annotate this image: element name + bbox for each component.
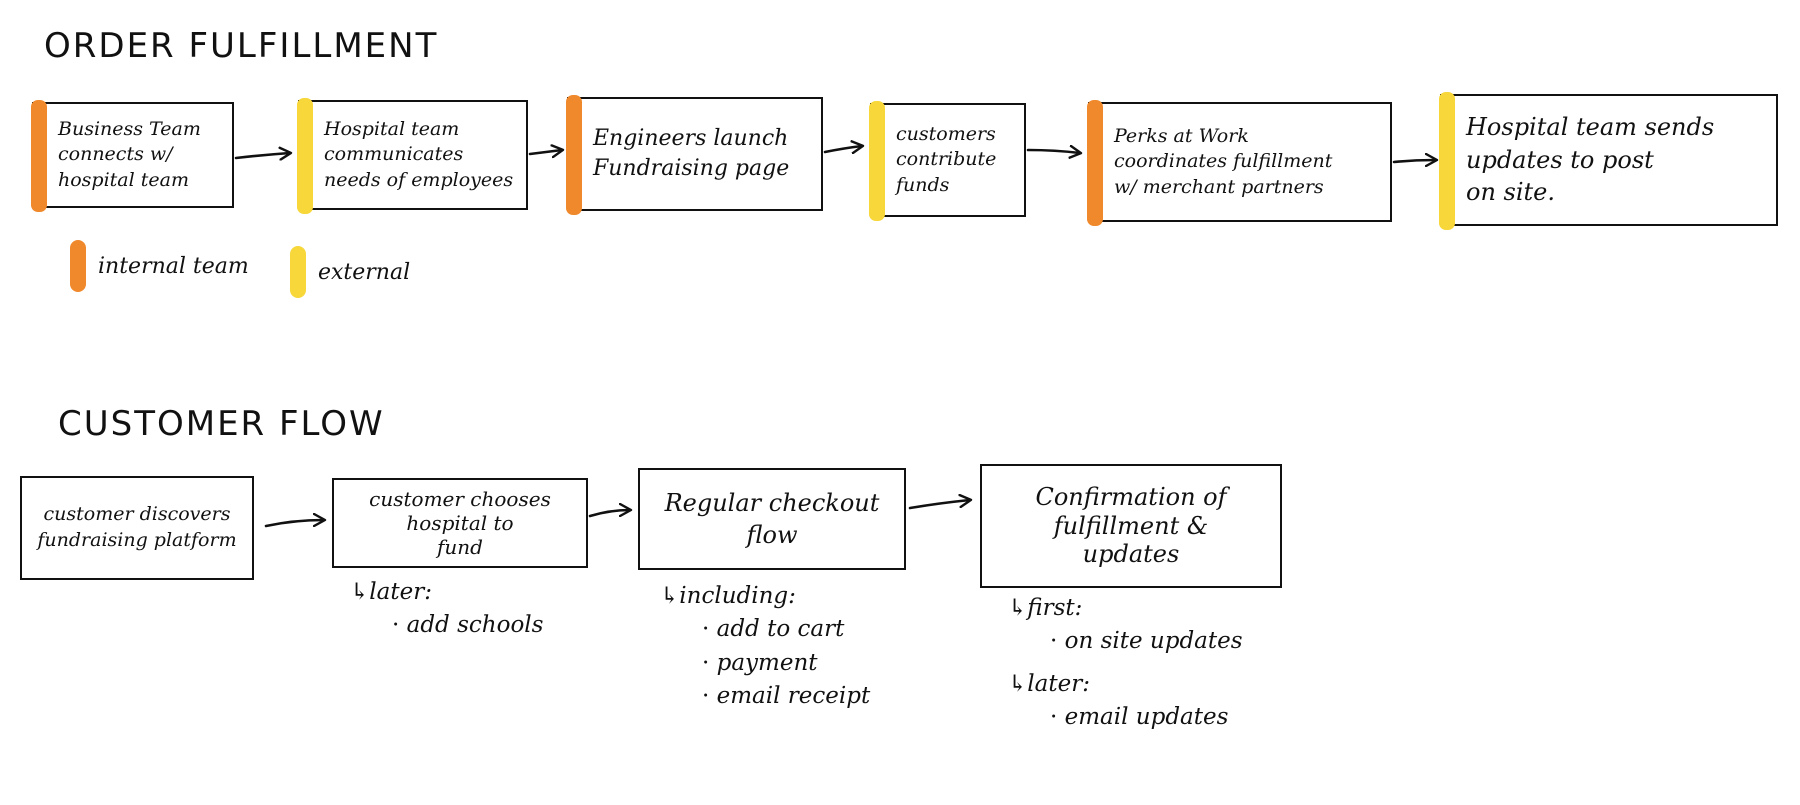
external-marker <box>1439 92 1455 230</box>
step-text-line: connects w/ <box>58 143 173 166</box>
arrow-right-icon <box>1026 150 1080 153</box>
note-item: add schools <box>350 609 544 642</box>
step-text-line: communicates <box>324 143 464 166</box>
cf-step-customer-chooses: customer chooses hospital to fund <box>332 478 588 568</box>
arrow-right-icon <box>1392 160 1436 162</box>
arrow-right-icon <box>588 510 630 518</box>
note-including-step3: including: add to cart payment email rec… <box>660 580 870 713</box>
note-heading: later: <box>350 576 543 609</box>
legend-external: external <box>290 246 410 298</box>
step-text-line: customer discovers <box>43 503 231 526</box>
arrow-right-icon <box>908 500 970 510</box>
of-step-hospital-communicates: Hospital team communicates needs of empl… <box>297 98 528 214</box>
legend-internal-team: internal team <box>70 240 249 292</box>
step-text-line: Hospital team sends <box>1466 113 1715 142</box>
note-later-step2: later: add schools <box>350 576 543 643</box>
note-first-step4: first: on site updates <box>1008 592 1243 659</box>
note-item: add to cart <box>660 613 870 646</box>
step-text-line: fund <box>437 535 483 559</box>
step-text-line: contribute <box>896 148 997 171</box>
step-text-line: Engineers launch <box>593 126 789 152</box>
note-item: email receipt <box>660 680 871 713</box>
cf-step-customer-discovers: customer discovers fundraising platform <box>20 476 254 580</box>
step-text-line: coordinates fulfillment <box>1114 150 1333 173</box>
step-text-line: hospital to <box>406 511 514 535</box>
of-step-business-team: Business Team connects w/ hospital team <box>31 100 234 212</box>
note-heading: later: <box>1008 668 1228 701</box>
step-text-line: Fundraising page <box>593 156 790 181</box>
step-text-line: needs of employees <box>324 168 514 191</box>
note-item: payment <box>660 647 870 680</box>
step-text-line: updates <box>1082 540 1180 569</box>
internal-team-marker <box>566 95 582 215</box>
step-text-line: funds <box>896 173 950 196</box>
step-text-line: hospital team <box>58 168 189 191</box>
legend-label-internal: internal team <box>98 253 249 279</box>
step-text-line: updates to post <box>1466 145 1654 174</box>
step-text-line: flow <box>746 521 798 549</box>
cf-step-regular-checkout: Regular checkout flow <box>638 468 906 570</box>
note-item: email updates <box>1008 701 1229 734</box>
note-heading: first: <box>1008 592 1243 625</box>
step-text-line: customer chooses <box>369 487 551 511</box>
external-marker <box>869 101 885 221</box>
arrow-right-icon <box>528 150 562 154</box>
arrow-right-icon <box>823 146 862 152</box>
order-fulfillment-title: ORDER FULFILLMENT <box>44 26 439 66</box>
note-heading: including: <box>660 580 870 613</box>
of-step-perks-at-work: Perks at Work coordinates fulfillment w/… <box>1087 100 1392 226</box>
step-text-line: fulfillment & <box>1053 511 1209 540</box>
internal-team-swatch <box>70 240 86 292</box>
step-text-line: Confirmation of <box>1035 482 1227 511</box>
step-text-line: Perks at Work <box>1114 124 1249 147</box>
step-text-line: Business Team <box>58 117 201 140</box>
step-text-line: fundraising platform <box>37 529 237 551</box>
step-text-line: Hospital team <box>324 117 460 140</box>
step-text-line: on site. <box>1466 178 1556 207</box>
arrow-right-icon <box>234 153 290 158</box>
of-step-engineers-launch: Engineers launch Fundraising page <box>566 95 823 215</box>
legend-label-external: external <box>318 259 411 285</box>
internal-team-marker <box>31 100 47 212</box>
of-step-hospital-sends-updates: Hospital team sends updates to post on s… <box>1439 92 1778 230</box>
step-text-line: customers <box>896 122 996 145</box>
arrow-right-icon <box>264 520 324 528</box>
external-marker <box>297 98 313 214</box>
customer-flow-title: CUSTOMER FLOW <box>58 404 385 444</box>
internal-team-marker <box>1087 100 1103 226</box>
step-text-line: Regular checkout <box>664 488 880 517</box>
external-swatch <box>290 246 306 298</box>
cf-step-confirmation: Confirmation of fulfillment & updates <box>980 464 1282 588</box>
note-item: on site updates <box>1008 625 1243 658</box>
note-later-step4: later: email updates <box>1008 668 1228 735</box>
step-text-line: w/ merchant partners <box>1114 175 1324 198</box>
of-step-customers-contribute: customers contribute funds <box>869 101 1026 221</box>
